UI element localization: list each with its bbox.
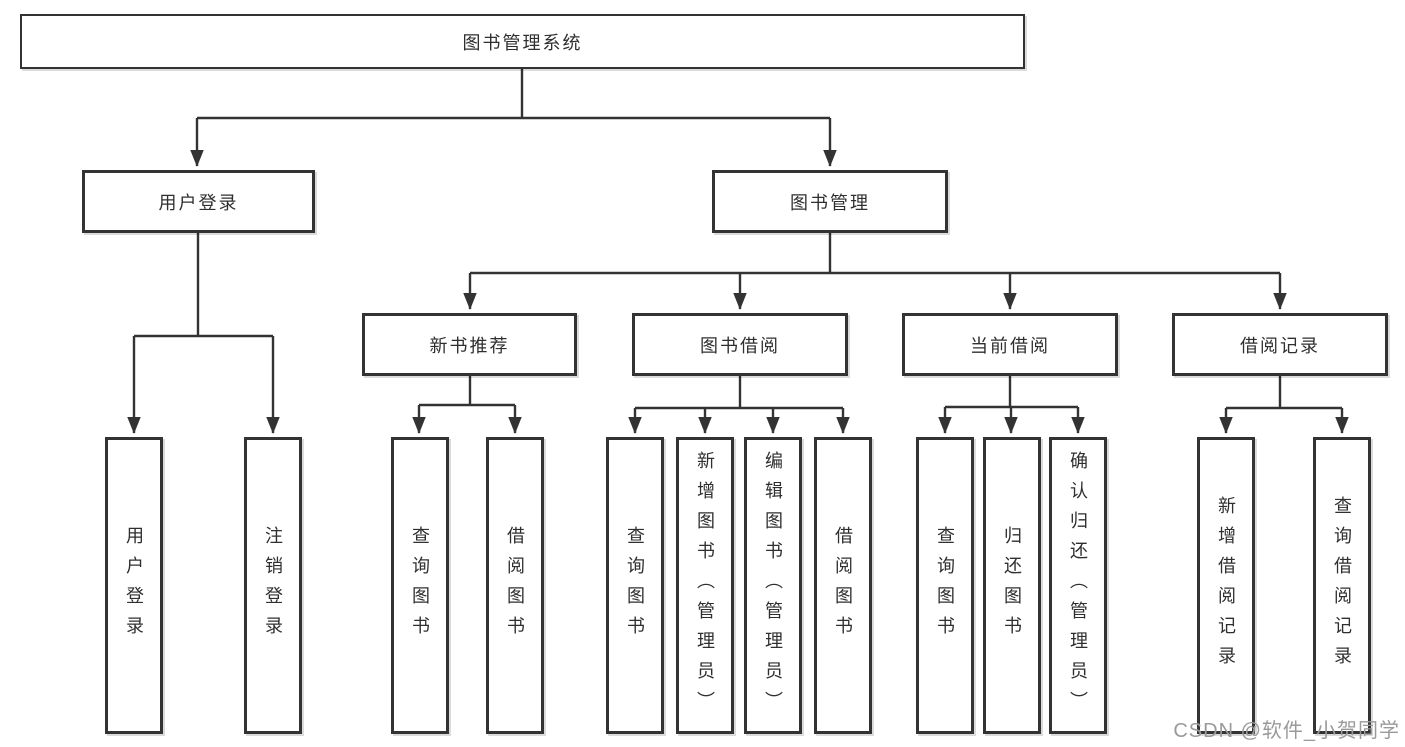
leaf-return-books-label: 归还图书 [1002, 525, 1022, 646]
node-current-borrow: 当前借阅 [902, 313, 1118, 376]
leaf-recommend-borrow-books-label: 借阅图书 [505, 525, 525, 646]
leaf-user-login: 用户登录 [105, 437, 163, 734]
connector-user-login-split [127, 233, 280, 434]
leaf-return-books: 归还图书 [983, 437, 1041, 734]
node-book-borrow: 图书借阅 [632, 313, 848, 376]
leaf-edit-book-admin-label: 编辑图书（管理员） [763, 450, 783, 721]
leaf-recommend-borrow-books: 借阅图书 [486, 437, 544, 734]
connector-new-book-split [412, 376, 522, 434]
leaf-logout-label: 注销登录 [263, 525, 283, 646]
connector-current-borrow-split [938, 376, 1085, 434]
node-user-login-label: 用户登录 [158, 192, 239, 213]
node-user-login: 用户登录 [82, 170, 315, 233]
leaf-borrow-query-books: 查询图书 [606, 437, 664, 734]
leaf-borrow-books: 借阅图书 [814, 437, 872, 734]
leaf-confirm-return-admin: 确认归还（管理员） [1049, 437, 1107, 734]
connector-book-borrow-split [628, 376, 850, 434]
leaf-add-book-admin: 新增图书（管理员） [676, 437, 734, 734]
node-borrow-records-label: 借阅记录 [1240, 335, 1320, 356]
leaf-add-borrow-record-label: 新增借阅记录 [1216, 495, 1236, 676]
leaf-user-login-label: 用户登录 [124, 525, 144, 646]
leaf-recommend-query-books-label: 查询图书 [410, 525, 430, 646]
node-new-book-recommend-label: 新书推荐 [429, 335, 510, 356]
node-current-borrow-label: 当前借阅 [970, 335, 1050, 356]
node-book-borrow-label: 图书借阅 [700, 335, 780, 356]
leaf-query-borrow-record: 查询借阅记录 [1313, 437, 1371, 734]
leaf-recommend-query-books: 查询图书 [391, 437, 449, 734]
node-book-management-label: 图书管理 [790, 192, 870, 213]
leaf-borrow-query-books-label: 查询图书 [625, 525, 645, 646]
node-book-management: 图书管理 [712, 170, 948, 233]
node-library-system: 图书管理系统 [20, 14, 1025, 69]
connector-book-management-split [463, 233, 1287, 310]
leaf-add-book-admin-label: 新增图书（管理员） [695, 450, 715, 721]
leaf-current-query-books: 查询图书 [916, 437, 974, 734]
leaf-query-borrow-record-label: 查询借阅记录 [1332, 495, 1352, 676]
connector-borrow-records-split [1219, 376, 1349, 434]
csdn-watermark: CSDN @软件_小贺同学 [1173, 720, 1400, 742]
leaf-borrow-books-label: 借阅图书 [833, 525, 853, 646]
leaf-logout: 注销登录 [244, 437, 302, 734]
node-new-book-recommend: 新书推荐 [362, 313, 577, 376]
node-borrow-records: 借阅记录 [1172, 313, 1388, 376]
leaf-current-query-books-label: 查询图书 [935, 525, 955, 646]
leaf-add-borrow-record: 新增借阅记录 [1197, 437, 1255, 734]
leaf-confirm-return-admin-label: 确认归还（管理员） [1068, 450, 1088, 721]
leaf-edit-book-admin: 编辑图书（管理员） [744, 437, 802, 734]
node-library-system-label: 图书管理系统 [462, 32, 583, 53]
connector-root-split [190, 69, 837, 167]
